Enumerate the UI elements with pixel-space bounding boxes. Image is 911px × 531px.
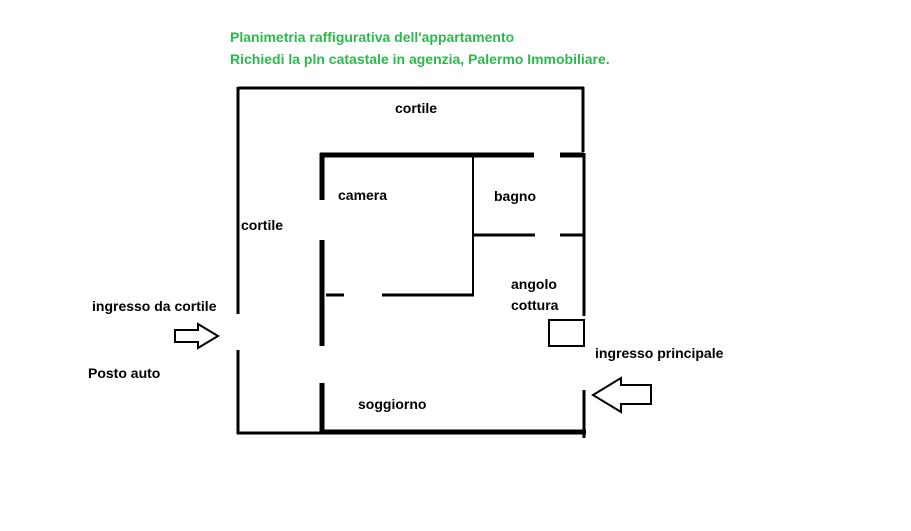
arrow-left-icon [591, 376, 652, 414]
label-camera: camera [338, 187, 387, 203]
label-bagno: bagno [494, 188, 536, 204]
header-line-2: Richiedi la pln catastale in agenzia, Pa… [230, 51, 610, 67]
label-soggiorno: soggiorno [358, 396, 426, 412]
header-line-1: Planimetria raffigurativa dell'appartame… [230, 29, 514, 45]
label-cortile-left: cortile [241, 217, 283, 233]
arrow-right-icon [174, 322, 220, 350]
label-ingresso-principale: ingresso principale [595, 345, 724, 361]
label-ingresso-da-cortile: ingresso da cortile [92, 298, 217, 314]
apartment-walls [319, 152, 586, 438]
label-angolo: angolo [511, 276, 557, 292]
label-posto-auto: Posto auto [88, 365, 160, 381]
label-cortile-top: cortile [395, 100, 437, 116]
label-cottura: cottura [511, 297, 559, 313]
outer-boundary [236, 86, 585, 435]
